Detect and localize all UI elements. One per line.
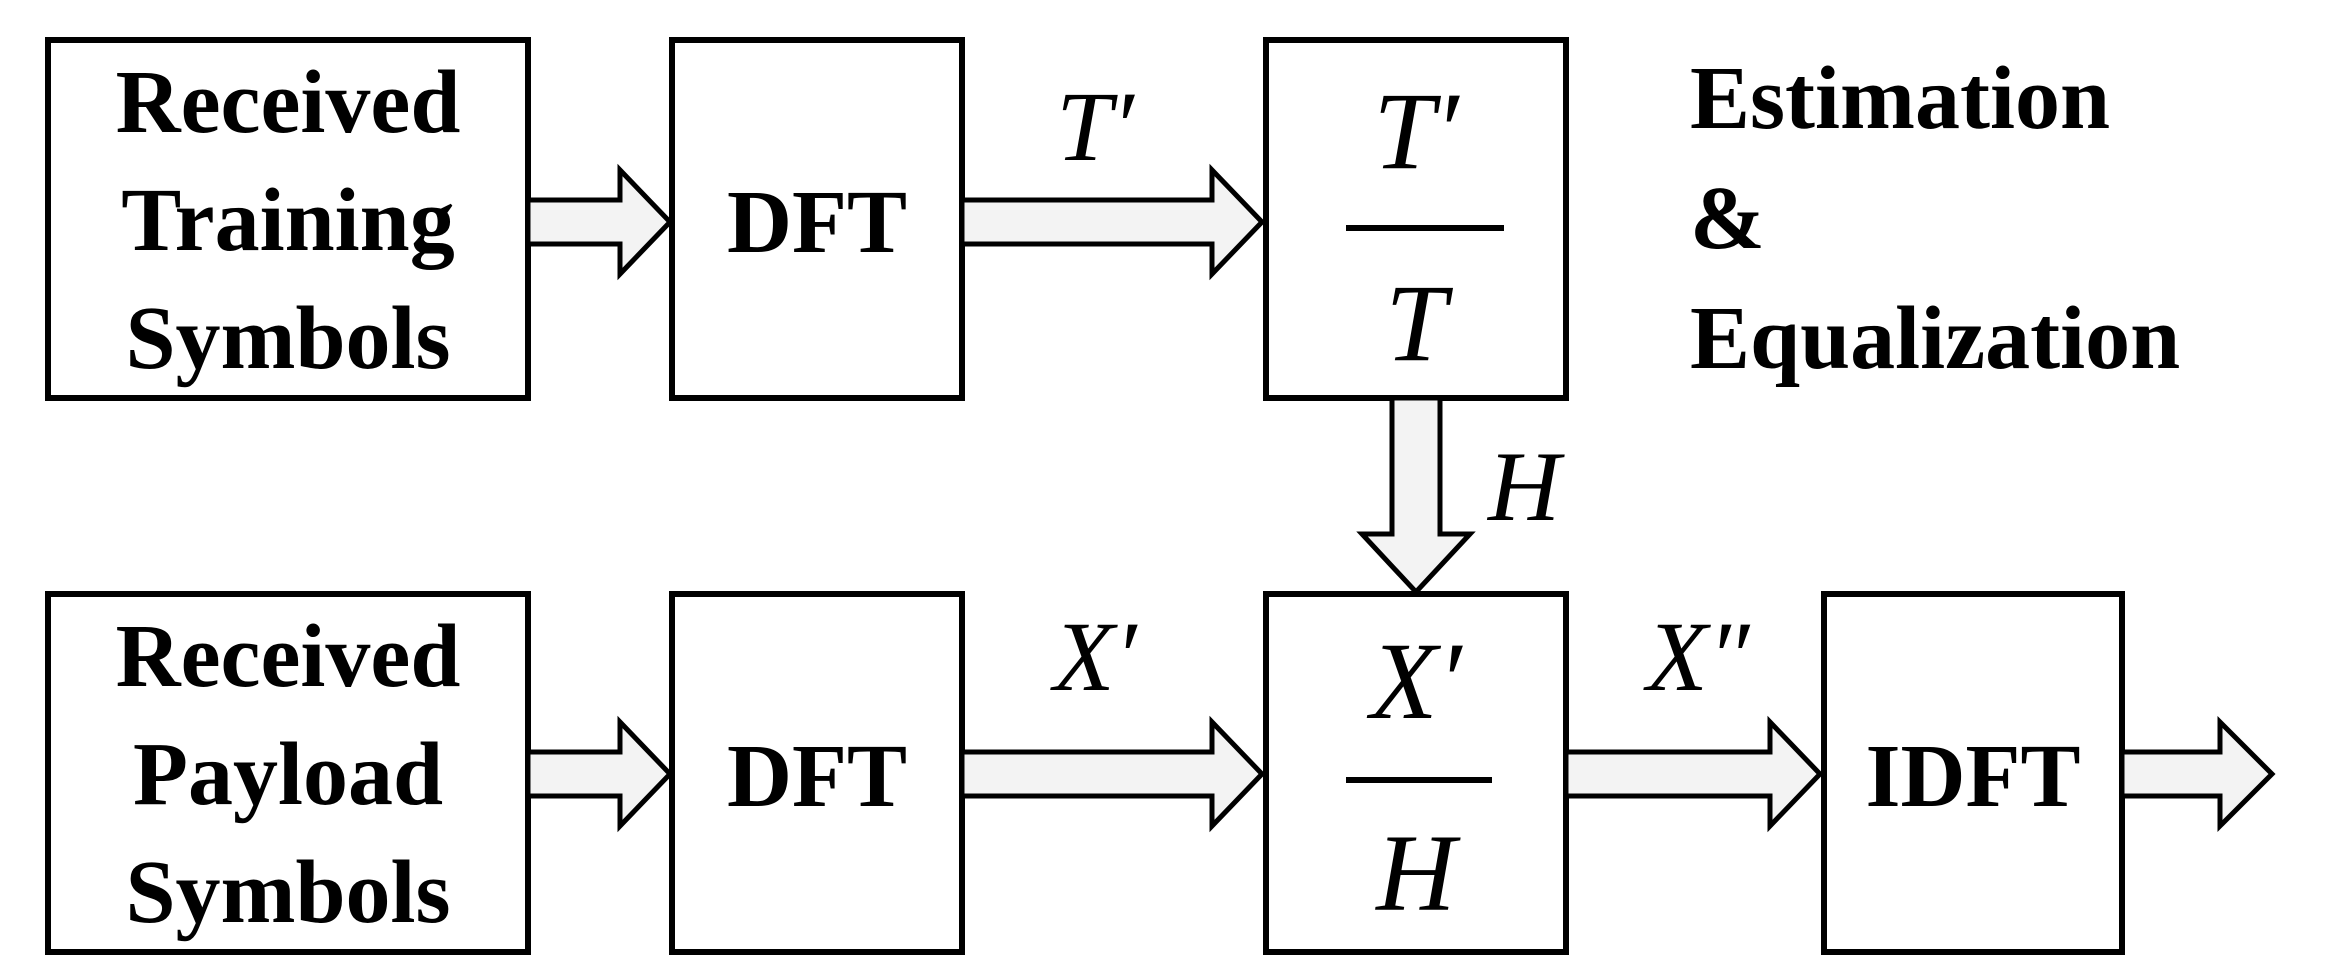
- received-training-line-2: Training: [121, 171, 454, 270]
- equalization-numerator: X′: [1366, 620, 1463, 742]
- dft-bottom-label: DFT: [727, 727, 907, 826]
- signal-x-prime: X′: [1050, 601, 1139, 712]
- annotation-line-1: Estimation: [1690, 49, 2110, 148]
- estimation-numerator: T′: [1373, 70, 1460, 192]
- received-payload-line-3: Symbols: [125, 843, 450, 942]
- arrow-idft-output: [2119, 715, 2276, 833]
- received-training-line-3: Symbols: [125, 289, 450, 388]
- received-training-block: Received Training Symbols: [45, 37, 531, 401]
- arrow-equalization-to-idft: [1563, 715, 1824, 833]
- arrow-estimation-to-equalization: [1356, 395, 1476, 596]
- signal-h: H: [1486, 431, 1565, 542]
- dft-bottom-block: DFT: [669, 591, 965, 955]
- idft-block: IDFT: [1821, 591, 2125, 955]
- estimation-denominator: T: [1385, 262, 1453, 384]
- arrow-training-to-dft: [525, 163, 674, 281]
- signal-t-prime: T′: [1056, 71, 1136, 182]
- dft-top-block: DFT: [669, 37, 965, 401]
- received-payload-line-1: Received: [116, 607, 461, 706]
- received-payload-line-2: Payload: [133, 725, 443, 824]
- arrow-dft-to-equalization: [959, 715, 1266, 833]
- annotation-line-2: &: [1690, 169, 1765, 268]
- equalization-denominator: H: [1374, 812, 1461, 934]
- signal-x-double-prime: X″: [1643, 601, 1751, 712]
- arrow-dft-to-estimation: [959, 163, 1266, 281]
- received-training-line-1: Received: [116, 53, 461, 152]
- received-payload-block: Received Payload Symbols: [45, 591, 531, 955]
- arrow-payload-to-dft: [525, 715, 674, 833]
- idft-label: IDFT: [1865, 727, 2080, 826]
- dft-top-label: DFT: [727, 173, 907, 272]
- estimation-block: T′ T: [1263, 37, 1569, 401]
- equalization-block: X′ H: [1263, 591, 1569, 955]
- annotation-line-3: Equalization: [1690, 289, 2180, 388]
